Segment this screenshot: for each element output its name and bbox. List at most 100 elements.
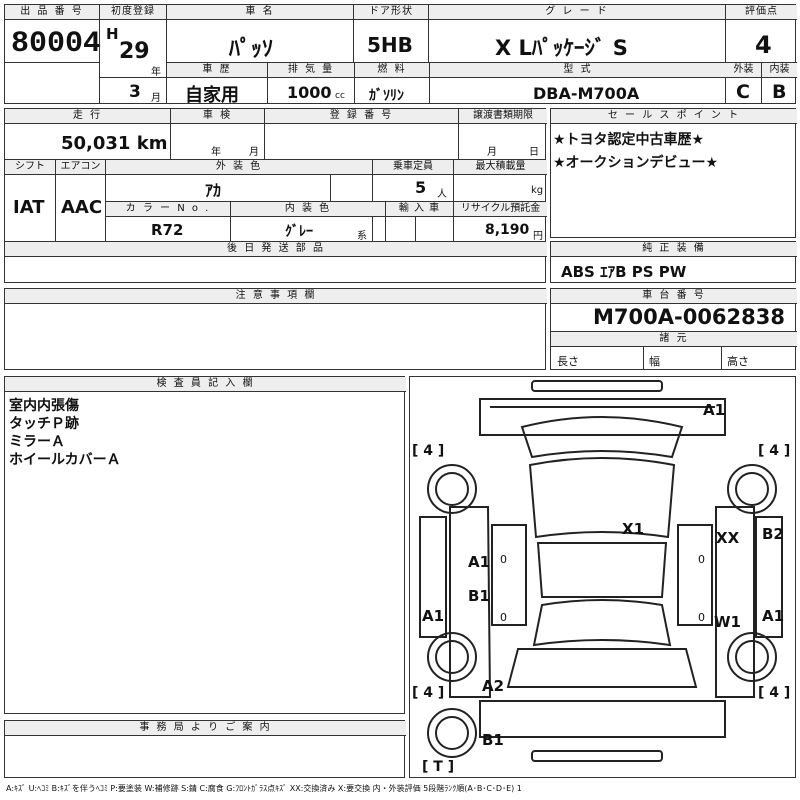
damage-mark: X1 — [622, 520, 644, 538]
tire-depth: [ 4 ] — [758, 443, 790, 459]
reg-month: 3 — [129, 82, 141, 102]
exterior-grade: C — [736, 81, 750, 103]
ext-color-label: 外 装 色 — [106, 160, 372, 175]
fuel: ｶﾞｿﾘﾝ — [369, 88, 404, 104]
sales-points-box: セ ー ル ス ポ イ ン ト ★トヨタ認定中古車歴★ ★オークションデビュー★ — [550, 108, 797, 238]
cc-unit: cc — [335, 91, 345, 101]
zero-mark: 0 — [698, 611, 705, 624]
vehicle-info-block: 走 行 50,031 km 車 検 年 月 登 録 番 号 譲渡書類期限 月 日… — [4, 108, 547, 283]
inspector-note-3: ミラーＡ — [9, 434, 65, 450]
damage-mark: B1 — [482, 731, 504, 749]
recycle: 8,190 — [485, 222, 530, 238]
exterior-label: 外装 — [726, 63, 761, 78]
model: DBA-M700A — [533, 84, 640, 103]
transfer-day: 日 — [529, 147, 539, 158]
trunk-mark: [ T ] — [422, 759, 454, 775]
later-parts-label: 後 日 発 送 部 品 — [5, 242, 547, 257]
lot-no-label: 出 品 番 号 — [5, 5, 99, 20]
damage-mark: W1 — [714, 613, 741, 631]
car-name: ﾊﾟｯｿ — [229, 37, 274, 62]
era: H — [106, 25, 119, 43]
equipment-box: 純 正 装 備 ABS ｴｱB PS PW — [550, 241, 797, 283]
capacity: 5 — [415, 178, 427, 197]
ext-color: ｱｶ — [205, 181, 222, 200]
damage-mark: A1 — [468, 553, 490, 571]
shift-label: シフト — [5, 160, 55, 175]
interior-grade: B — [772, 81, 787, 103]
inspection-label: 車 検 — [171, 109, 264, 124]
score: 4 — [755, 31, 772, 59]
damage-mark: A1 — [422, 607, 444, 625]
transfer-label: 譲渡書類期限 — [459, 109, 547, 124]
fuel-label: 燃 料 — [355, 63, 429, 78]
office-label: 事 務 局 よ り ご 案 内 — [5, 721, 406, 736]
specs-label: 諸 元 — [551, 331, 797, 347]
aircon: AAC — [61, 197, 103, 218]
notes-label: 注 意 事 項 欄 — [5, 289, 547, 304]
reg-year: 29 — [119, 39, 150, 64]
int-color-label: 内 装 色 — [231, 202, 385, 217]
capacity-label: 乗車定員 — [373, 160, 453, 175]
inspector-note-4: ホイールカバーＡ — [9, 452, 121, 468]
int-color: ｸﾞﾚｰ — [285, 224, 313, 240]
recycle-label: リサイクル預託金 — [454, 202, 547, 217]
damage-mark: B1 — [468, 587, 490, 605]
history-label: 車 歴 — [167, 63, 267, 78]
legend: A:ｷｽﾞ U:ﾍｺﾐ B:ｷｽﾞを伴うﾍｺﾐ P:要塗装 W:補修跡 S:錆 … — [6, 784, 522, 793]
office-box: 事 務 局 よ り ご 案 内 — [4, 720, 406, 778]
chassis-label: 車 台 番 号 — [551, 289, 797, 304]
damage-mark: A1 — [762, 607, 784, 625]
displacement: 1000 — [287, 83, 332, 102]
score-label: 評価点 — [726, 5, 797, 20]
notes-box: 注 意 事 項 欄 — [4, 288, 547, 370]
damage-mark: B2 — [762, 525, 784, 543]
chassis-no: M700A-0062838 — [593, 305, 785, 329]
equipment: ABS ｴｱB PS PW — [561, 263, 687, 281]
grade-label: グ レ ー ド — [429, 5, 725, 20]
first-reg-label: 初度登録 — [100, 5, 166, 20]
insp-year: 年 — [211, 147, 221, 158]
history: 自家用 — [185, 85, 239, 106]
width-label: 幅 — [649, 355, 660, 368]
damage-mark: XX — [716, 529, 740, 547]
reg-no-label: 登 録 番 号 — [265, 109, 458, 124]
door-label: ドア形状 — [354, 5, 428, 20]
kg-unit: kg — [531, 185, 544, 196]
month-unit: 月 — [151, 93, 161, 104]
import-label: 輸 入 車 — [386, 202, 453, 217]
max-load-label: 最大積載量 — [454, 160, 547, 175]
mileage: 50,031 km — [61, 133, 168, 154]
car-name-label: 車 名 — [167, 5, 353, 20]
displacement-label: 排 気 量 — [268, 63, 354, 78]
door-type: 5HB — [367, 33, 413, 57]
model-label: 型 式 — [430, 63, 726, 78]
int-suffix: 系 — [357, 231, 367, 242]
yen-unit: 円 — [533, 231, 543, 242]
color-no-label: カ ラ ー N o . — [106, 202, 230, 217]
chassis-box: 車 台 番 号 M700A-0062838 諸 元 長さ 幅 高さ — [550, 288, 797, 370]
inspector-note-2: タッチＰ跡 — [9, 416, 79, 432]
zero-mark: 0 — [698, 553, 705, 566]
genuine-label: 純 正 装 備 — [551, 242, 797, 257]
tire-depth: [ 4 ] — [758, 685, 790, 701]
mileage-label: 走 行 — [5, 109, 170, 124]
damage-mark: A1 — [703, 401, 725, 419]
height-label: 高さ — [727, 355, 749, 368]
aircon-label: エアコン — [56, 160, 105, 175]
sales-label: セ ー ル ス ポ イ ン ト — [551, 109, 797, 124]
damage-mark: A2 — [482, 677, 504, 695]
zero-mark: 0 — [500, 553, 507, 566]
interior-label: 内装 — [762, 63, 797, 78]
insp-month: 月 — [249, 147, 259, 158]
capacity-unit: 人 — [437, 189, 447, 200]
lot-number: 80004 — [11, 27, 102, 61]
inspector-note-1: 室内内張傷 — [9, 398, 79, 414]
color-no: R72 — [151, 221, 184, 239]
tire-depth: [ 4 ] — [412, 685, 444, 701]
shift: IAT — [13, 197, 45, 218]
zero-mark: 0 — [500, 611, 507, 624]
sales-point-2: ★オークションデビュー★ — [553, 155, 719, 171]
year-unit: 年 — [151, 67, 161, 78]
length-label: 長さ — [557, 355, 579, 368]
sales-point-1: ★トヨタ認定中古車歴★ — [553, 132, 705, 148]
